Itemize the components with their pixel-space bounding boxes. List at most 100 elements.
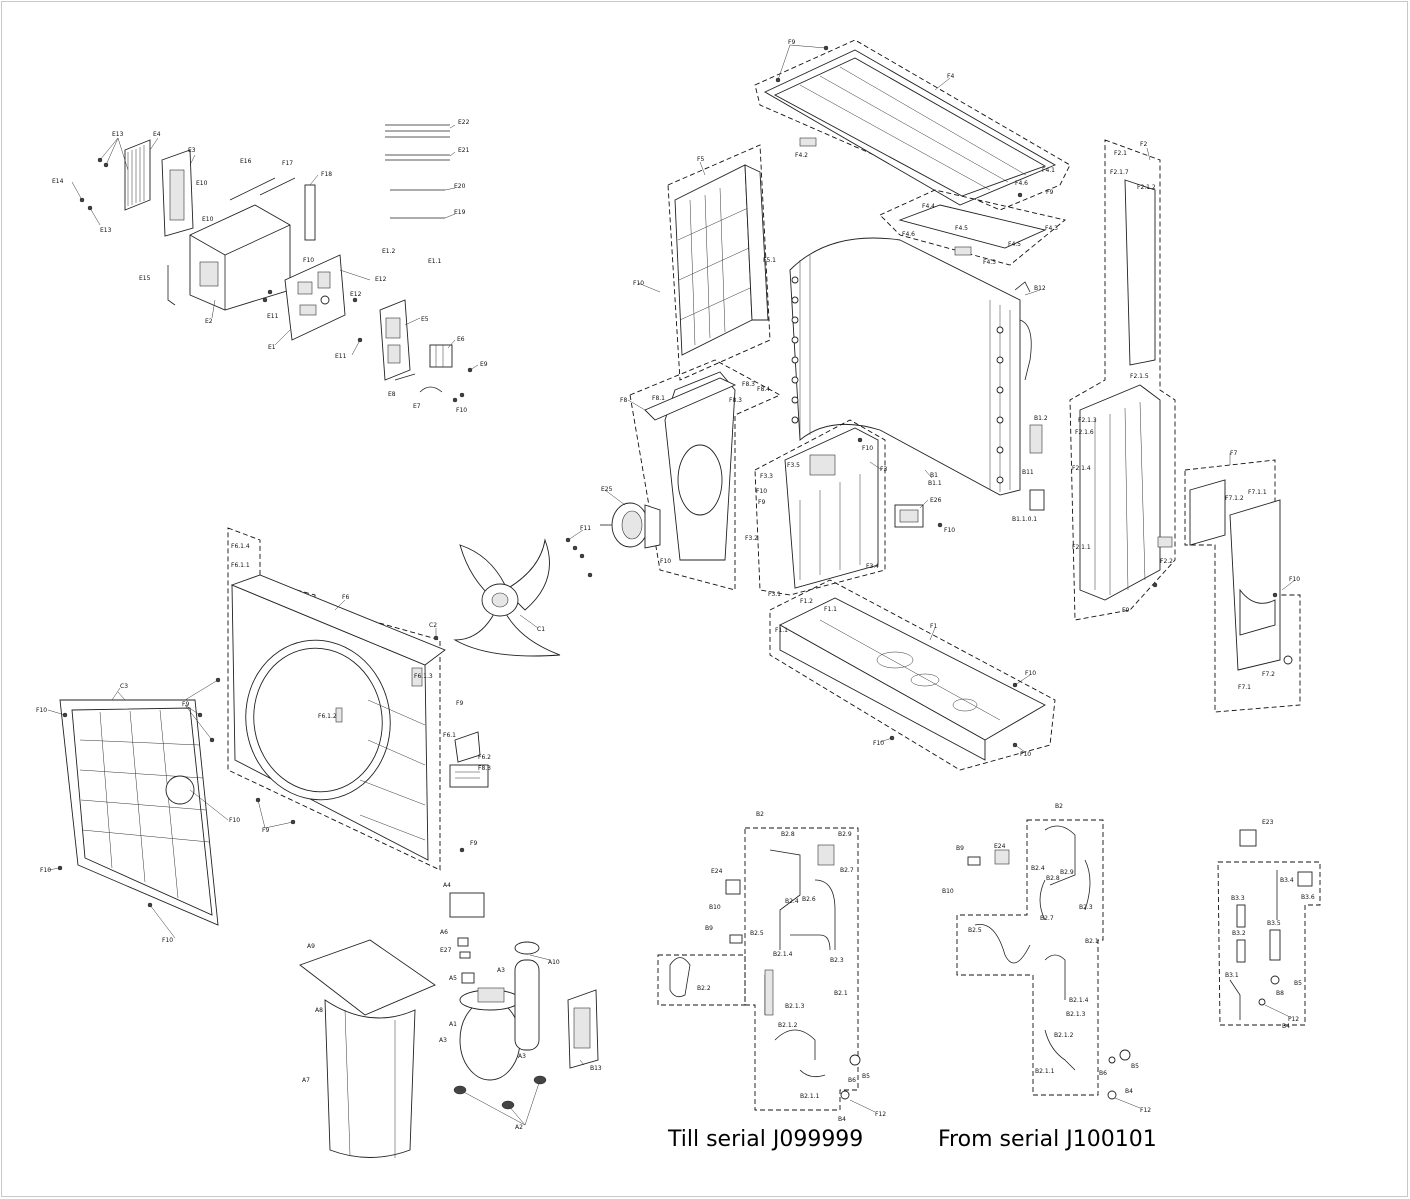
label-f11: F11: [580, 525, 591, 532]
label-f5: F5: [697, 156, 704, 163]
label-e26: E26: [930, 497, 942, 504]
valve-group-b3: [1217, 829, 1321, 1026]
label-b2-4-old: B2.4: [785, 898, 799, 905]
label-e19: E19: [454, 209, 466, 216]
label-e8: E8: [388, 391, 396, 398]
label-f2-1-2: F2.1.2: [1137, 184, 1156, 191]
label-e12-b: E12: [350, 291, 362, 298]
label-b2-7-old: B2.7: [840, 867, 854, 874]
label-f4-2: F4.2: [795, 152, 808, 159]
label-f2: F2: [1140, 141, 1147, 148]
label-f2-1-6: F2.1.6: [1075, 429, 1094, 436]
label-f7-1: F7.1: [1238, 684, 1251, 691]
fan-motor-e25: [600, 502, 661, 549]
label-e16: E16: [240, 158, 252, 165]
label-e15: E15: [139, 275, 151, 282]
label-f6-2: F6.2: [478, 754, 491, 761]
label-b1-1: B1.1: [928, 480, 942, 487]
label-a5: A5: [449, 975, 457, 982]
label-e11-a: E11: [267, 313, 279, 320]
label-b11: B11: [1022, 469, 1034, 476]
label-b5-new: B5: [1131, 1063, 1139, 1070]
label-f12-old: F12: [875, 1111, 886, 1118]
label-e4: E4: [153, 131, 161, 138]
label-f10-b: F10: [456, 407, 467, 414]
label-f6-1-4: F6.1.4: [231, 543, 250, 550]
label-b2-4-new: B2.4: [1031, 865, 1045, 872]
label-b2-9-new: B2.9: [1060, 869, 1074, 876]
caption-from-serial: From serial J100101: [938, 1127, 1157, 1152]
label-f1-1-b: F1.1: [824, 606, 837, 613]
label-f3-2: F3.2: [745, 535, 758, 542]
label-e12-a: E12: [375, 276, 387, 283]
label-b2-5-new: B2.5: [968, 927, 982, 934]
module-e5: [379, 299, 411, 381]
label-f10-g: F10: [944, 527, 955, 534]
label-e9: E9: [480, 361, 488, 368]
label-b12: B12: [1034, 285, 1046, 292]
label-e13-a: E13: [112, 131, 124, 138]
label-e23: E23: [1262, 819, 1274, 826]
label-b2-6-old: B2.6: [802, 896, 816, 903]
label-e2: E2: [205, 318, 213, 325]
label-b2-3-new: B2.3: [1079, 904, 1093, 911]
label-a6: A6: [440, 929, 448, 936]
label-b2-2-old: B2.2: [697, 985, 711, 992]
fan-grille-c3: [59, 699, 219, 926]
part-labels: E13 E4 E14 E13 E3 E10 E10 E16 F17 F18 E1…: [36, 39, 1315, 1131]
label-f4-6-a: F4.6: [1015, 180, 1028, 187]
label-b2-7-new: B2.7: [1040, 915, 1054, 922]
label-f8-4: F8.4: [757, 386, 770, 393]
label-b2-1-4-old: B2.1.4: [773, 951, 793, 958]
sensor-cables: [385, 124, 450, 219]
label-e11-b: E11: [335, 353, 347, 360]
top-panel-f4: [754, 39, 1071, 266]
label-f4-5-b: F4.5: [1008, 241, 1021, 248]
label-f7: F7: [1230, 450, 1237, 457]
label-plates-f8: [449, 731, 489, 788]
label-f2-1-5: F2.1.5: [1130, 373, 1149, 380]
label-f7-1-2: F7.1.2: [1225, 495, 1244, 502]
side-panel-f3: [754, 419, 886, 596]
label-b2-1-1-new: B2.1.1: [1035, 1068, 1055, 1075]
label-f2-1-3: F2.1.3: [1078, 417, 1097, 424]
label-f9-a: F9: [788, 39, 795, 46]
label-b5-b3: B5: [1294, 980, 1302, 987]
label-e1-2: E1.2: [382, 248, 396, 255]
label-f10-d: F10: [660, 558, 671, 565]
pcb-e1: [284, 254, 346, 341]
label-f2-1: F2.1: [1114, 150, 1127, 157]
label-b2-new: B2: [1055, 803, 1063, 810]
label-b1: B1: [930, 472, 938, 479]
label-f10-l: F10: [229, 817, 240, 824]
label-e21: E21: [458, 147, 470, 154]
label-e3: E3: [188, 147, 196, 154]
side-grille-f5: [667, 144, 771, 381]
label-b13: B13: [590, 1065, 602, 1072]
label-b2-1-new: B2.1: [1085, 938, 1099, 945]
label-c3: C3: [120, 683, 128, 690]
service-panel-f7: [1184, 459, 1301, 713]
terminal-block-e6: [429, 344, 453, 368]
label-a2: A2: [515, 1124, 523, 1131]
label-e24-new: E24: [994, 843, 1006, 850]
label-f2-2: F2.2: [1160, 558, 1173, 565]
label-f3: F3: [880, 466, 887, 473]
label-b1-2: B1.2: [1034, 415, 1048, 422]
label-f9-e: F9: [456, 700, 463, 707]
heat-exchanger-b1: [789, 237, 1045, 511]
label-f10-e: F10: [862, 445, 873, 452]
label-f8-3-a: F8.3: [742, 381, 755, 388]
label-f10-a: F10: [303, 257, 314, 264]
label-e25: E25: [601, 486, 613, 493]
label-b2-1-2-old: B2.1.2: [778, 1022, 798, 1029]
label-f12-b3: F12: [1288, 1016, 1299, 1023]
piping-b2-old: [657, 827, 861, 1111]
compressor-group: [299, 892, 599, 1158]
label-f4-3-b: F4.3: [983, 259, 996, 266]
label-b2-1-old: B2.1: [834, 990, 848, 997]
label-b10-new: B10: [942, 888, 954, 895]
label-f10-f: F10: [756, 488, 767, 495]
label-b2-8-old: B2.8: [781, 831, 795, 838]
label-e1: E1: [268, 344, 276, 351]
